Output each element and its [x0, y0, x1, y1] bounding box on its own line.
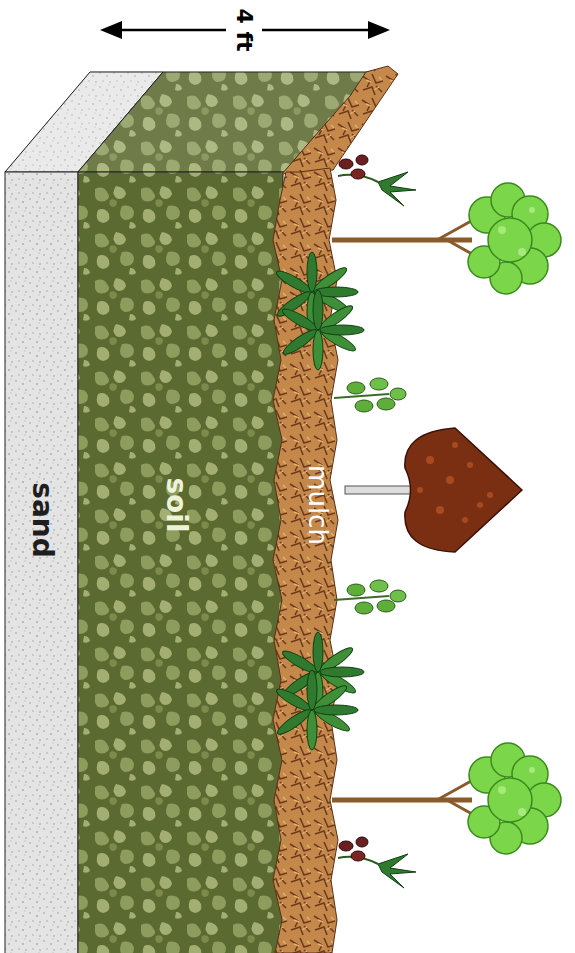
mulch-band: mulch: [272, 172, 340, 953]
shrub: [274, 670, 358, 750]
red-tree: [426, 456, 434, 464]
red-tree: [477, 502, 483, 508]
tree: [332, 743, 561, 854]
berry-plant: [338, 837, 416, 888]
dimension-arrow: [368, 21, 390, 39]
red-tree: [405, 428, 522, 552]
band-label: sand: [28, 482, 56, 558]
soil-band: soil: [78, 172, 274, 953]
red-tree: [417, 487, 423, 493]
small-plant: [334, 378, 406, 412]
band-label: soil: [162, 477, 190, 532]
red-tree: [436, 506, 444, 514]
sand-band: sand: [5, 172, 78, 953]
shrub: [280, 290, 364, 370]
red-tree: [345, 428, 522, 552]
soil-block: [78, 172, 283, 953]
dimension-label: 4 ft: [231, 6, 257, 53]
red-tree: [452, 442, 458, 448]
red-tree: [462, 517, 468, 523]
red-tree: [446, 476, 454, 484]
soil-block: [5, 66, 398, 953]
band-label: mulch: [305, 465, 331, 545]
tree: [332, 183, 561, 294]
red-tree: [417, 442, 493, 523]
small-plant: [334, 580, 406, 614]
dimension-arrow: [100, 21, 122, 39]
soil-block: [282, 66, 398, 174]
plants: [274, 155, 561, 888]
red-tree: [467, 462, 473, 468]
soil-block: [5, 172, 78, 953]
red-tree: [487, 492, 493, 498]
berry-plant: [338, 155, 416, 206]
